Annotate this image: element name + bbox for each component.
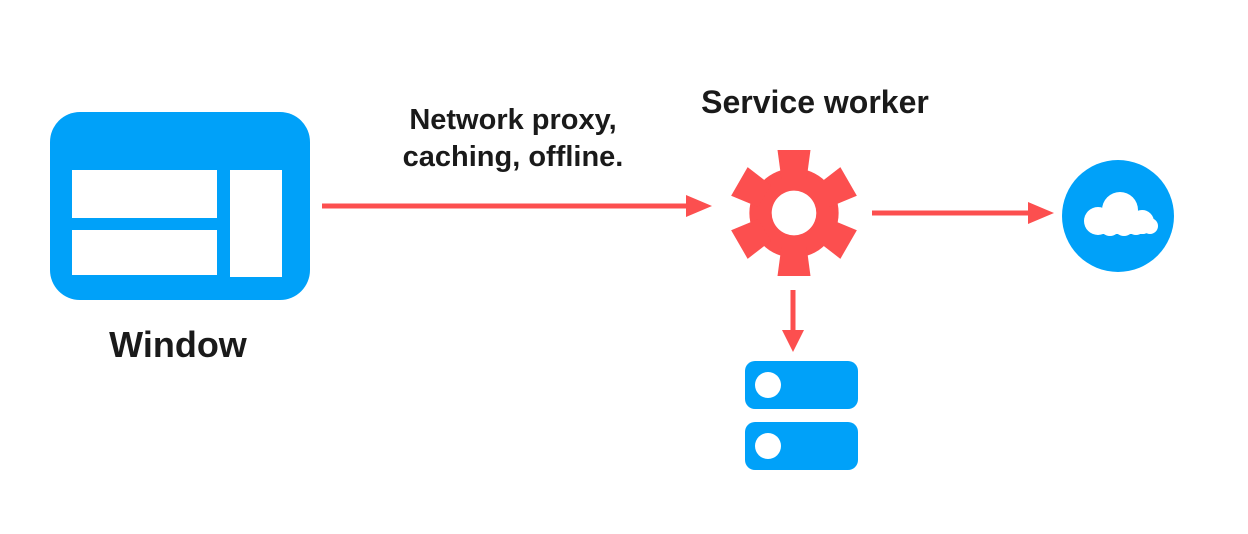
arrow-service-worker-to-network xyxy=(872,202,1054,224)
database-disk-bottom xyxy=(745,422,858,470)
edge-label-line2: caching, offline. xyxy=(402,141,624,173)
arrow-window-to-service-worker xyxy=(322,195,712,217)
edge-label-network-proxy: Network proxy, caching, offline. xyxy=(353,102,673,176)
arrow-service-worker-to-storage xyxy=(782,290,804,352)
database-icon xyxy=(745,361,858,483)
window-content-bar-bottom xyxy=(72,230,217,275)
window-sidebar-bar xyxy=(230,170,282,277)
database-disk-light xyxy=(755,372,781,398)
database-disk-top xyxy=(745,361,858,409)
browser-window-icon xyxy=(50,112,310,300)
edge-label-line1: Network proxy, xyxy=(409,104,617,136)
database-disk-light xyxy=(755,433,781,459)
service-worker-title: Service worker xyxy=(701,84,929,120)
cloud-icon xyxy=(1062,160,1174,272)
window-label: Window xyxy=(109,324,247,365)
window-content-bar-top xyxy=(72,170,217,218)
gear-icon xyxy=(731,149,857,277)
